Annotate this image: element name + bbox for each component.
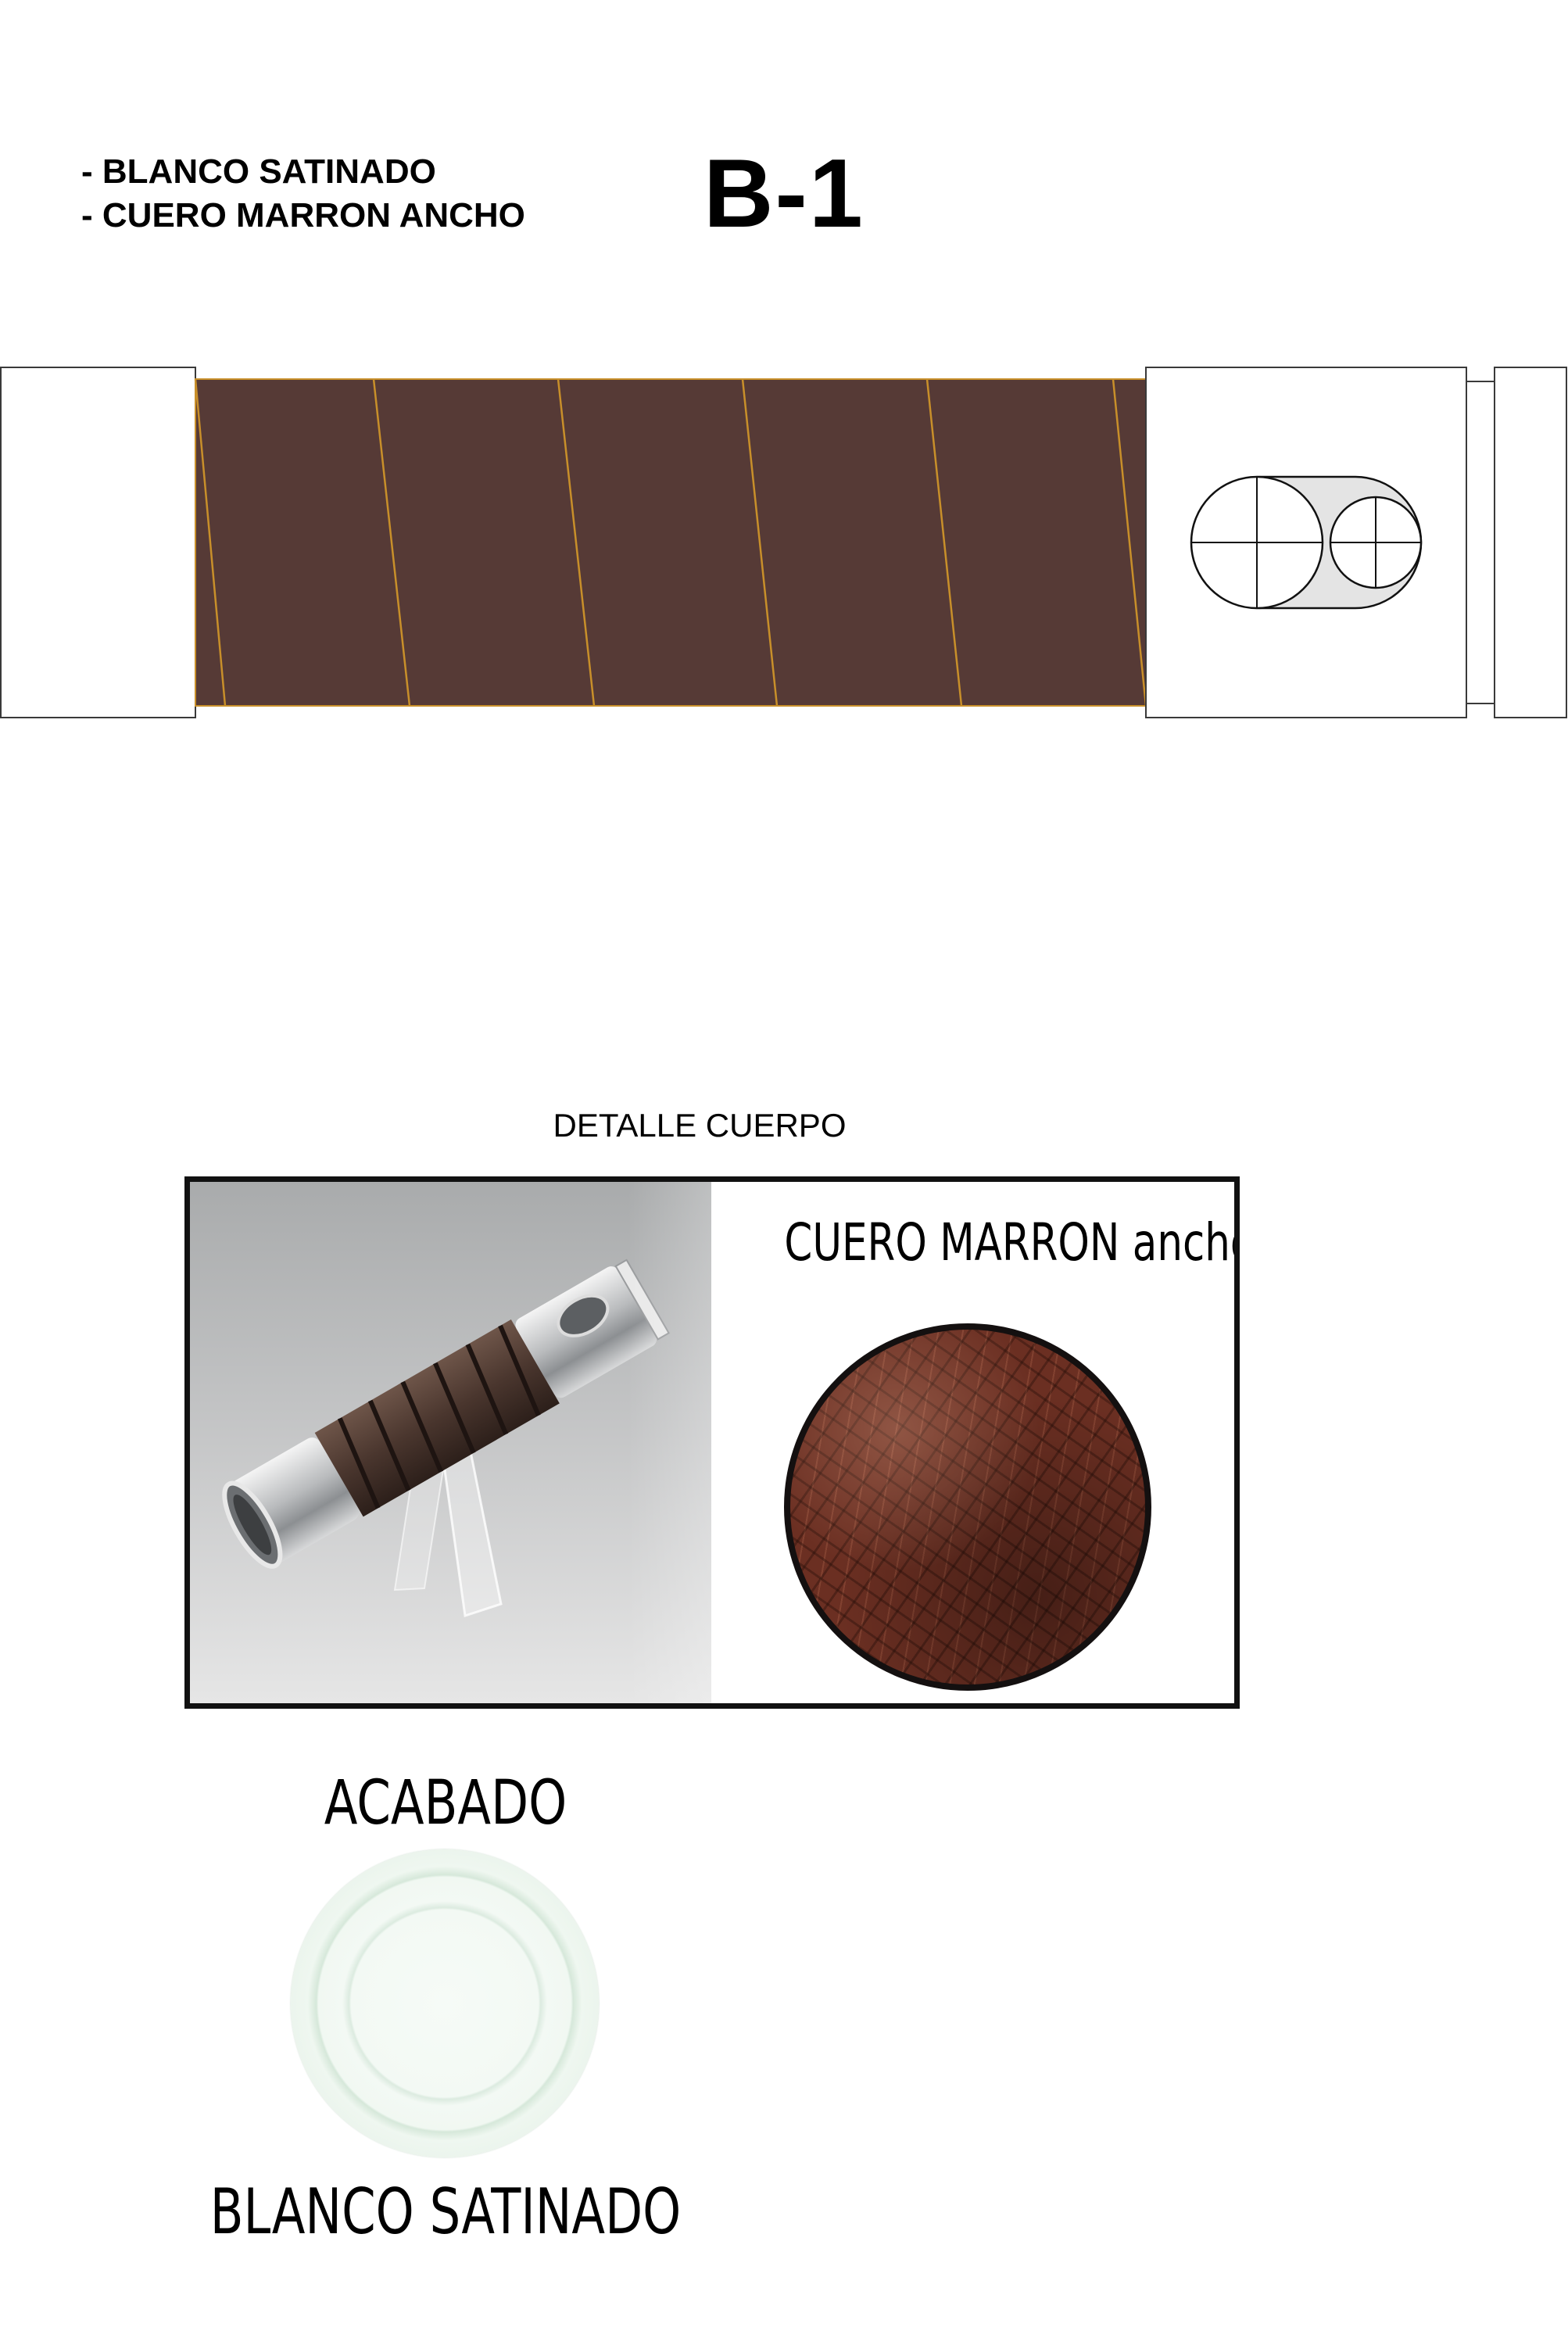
finish-name: BLANCO SATINADO <box>209 2175 682 2248</box>
leather-wrap-body <box>195 378 1147 707</box>
spec-list: BLANCO SATINADO CUERO MARRON ANCHO <box>81 150 525 238</box>
wrap-seam-lines <box>194 378 1147 707</box>
wrap-seam <box>372 378 411 707</box>
leather-title: CUERO MARRON ancho <box>784 1212 1240 1273</box>
photo-fade <box>628 1182 714 1703</box>
leather-swatch <box>784 1323 1151 1691</box>
wrap-seam <box>557 378 596 707</box>
finish-title: ACABADO <box>324 1768 567 1838</box>
detail-panel: CUERO MARRON ancho <box>184 1176 1240 1709</box>
wrap-seam <box>1112 378 1147 707</box>
wrap-seam <box>194 378 227 707</box>
hilt-photo <box>190 1182 711 1703</box>
left-end-cap <box>0 367 196 718</box>
emitter-tip <box>1494 367 1567 718</box>
detail-caption: DETALLE CUERPO <box>553 1107 847 1144</box>
hilt-drawing <box>0 367 1567 718</box>
wrap-seam <box>925 378 963 707</box>
finish-swatch <box>291 1849 599 2157</box>
spec-item-finish: BLANCO SATINADO <box>81 150 525 194</box>
wrap-seam <box>741 378 779 707</box>
spec-item-leather: CUERO MARRON ANCHO <box>81 194 525 238</box>
connector-ring <box>1466 381 1495 704</box>
model-code: B-1 <box>703 140 865 248</box>
